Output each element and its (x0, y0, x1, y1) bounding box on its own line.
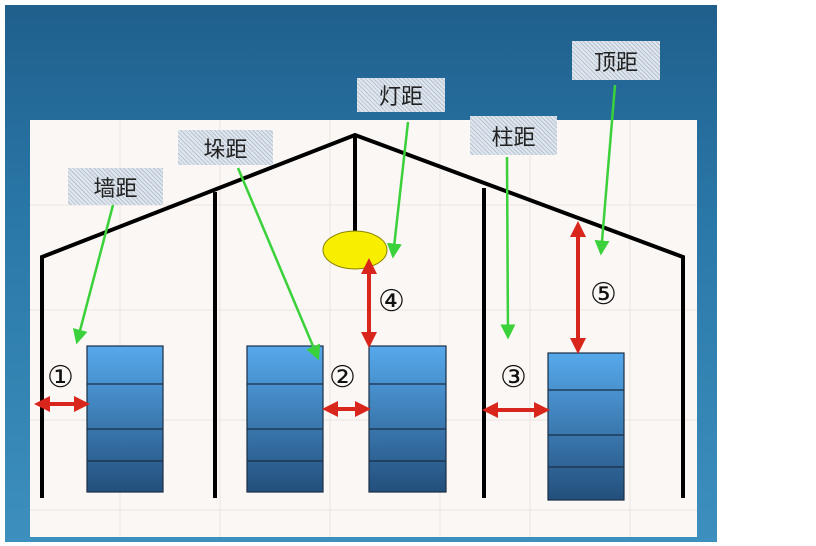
label-stack-distance: 垛距 (178, 130, 273, 165)
marker-2: ② (329, 360, 356, 395)
stacks (86, 345, 625, 501)
warehouse-structure (40, 132, 685, 498)
label-column-distance: 柱距 (470, 116, 557, 155)
label-top-distance: 顶距 (572, 41, 660, 80)
stack-2 (246, 345, 324, 493)
pointer-top (594, 84, 617, 256)
marker-1: ① (47, 360, 74, 395)
pointer-wall (72, 204, 115, 345)
stack-1 (86, 345, 164, 493)
lamp (322, 230, 388, 270)
pointer-lamp (386, 121, 410, 259)
stack-3 (368, 345, 447, 493)
stack-4 (547, 352, 625, 501)
pointer-column (500, 156, 516, 340)
pointer-stack (236, 167, 321, 361)
label-lamp-distance: 灯距 (357, 78, 445, 112)
marker-4: ④ (378, 284, 405, 319)
label-wall-distance: 墙距 (68, 168, 163, 205)
marker-5: ⑤ (590, 277, 617, 312)
marker-3: ③ (500, 360, 527, 395)
pointer-lines (72, 84, 617, 361)
dimension-arrows (34, 221, 586, 418)
